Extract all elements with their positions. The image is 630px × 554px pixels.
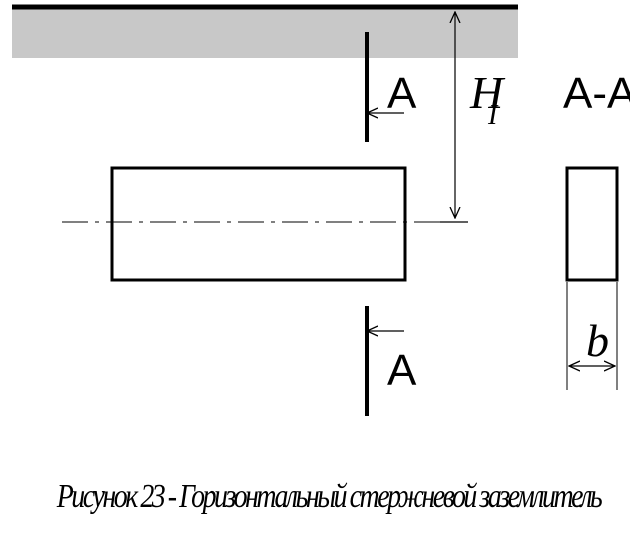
section-view-title: A-A	[563, 69, 630, 118]
ground-band	[12, 8, 518, 58]
section-label-bottom: A	[387, 346, 417, 395]
figure-caption: Рисунок 23 - Горизонтальный стержневой з…	[56, 478, 603, 515]
electrode-side-view	[110, 166, 407, 282]
section-label-top: A	[387, 69, 417, 118]
depth-label-subscript: I	[487, 100, 499, 131]
depth-label: H	[469, 67, 506, 118]
width-label: b	[586, 315, 609, 366]
electrode-cross-section	[565, 166, 619, 282]
